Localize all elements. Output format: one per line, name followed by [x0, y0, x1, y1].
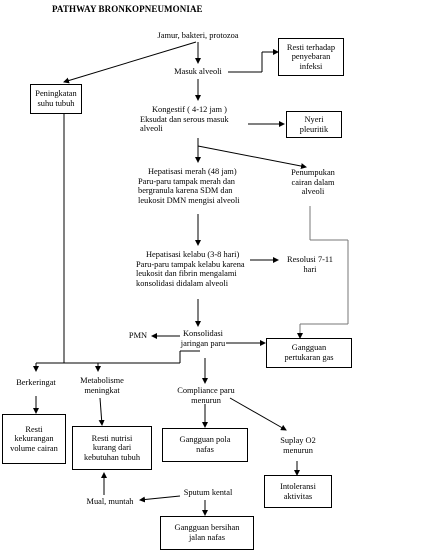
box-gangguan-pertukaran-gas: Gangguan pertukaran gas	[266, 338, 352, 368]
box-resti-volume-cairan: Resti kekurangan volume cairan	[2, 414, 66, 464]
box-peningkatan-suhu-line-1: Peningkatan	[35, 89, 77, 99]
box-gangguan-bersihan-line-1: Gangguan bersihan	[174, 523, 240, 533]
node-penumpukan: Penumpukan cairan dalam alveoli	[280, 168, 346, 197]
node-mual-muntah-line: Mual, muntah	[86, 497, 134, 506]
box-resti-nutrisi-line-3: kebutuhan tubuh	[83, 452, 141, 462]
box-intoleransi-aktivitas: Intoleransi aktivitas	[264, 475, 332, 508]
box-gangguan-bersihan-line-2: jalan nafas	[188, 533, 226, 542]
node-resolusi: Resolusi 7-11 hari	[280, 255, 340, 274]
node-berkeringat: Berkeringat	[10, 378, 62, 388]
node-suplay-o2-line-2: menurun	[283, 445, 313, 455]
node-compliance-line-1: Compliance paru	[177, 386, 235, 395]
node-masuk-alveoli-line: Masuk alveoli	[174, 67, 222, 76]
node-metabolisme-line-1: Metabolisme	[80, 376, 124, 385]
node-kongestif: Kongestif ( 4-12 jam ) Eksudat dan serou…	[140, 105, 258, 134]
box-nyeri-pleuritik-line-2: pleuritik	[299, 124, 329, 134]
node-penumpukan-line-3: alveoli	[301, 187, 325, 197]
box-gangguan-bersihan: Gangguan bersihan jalan nafas	[160, 516, 254, 550]
node-hepatisasi-kelabu: Hepatisasi kelabu (3-8 hari) Paru-paru t…	[136, 250, 262, 288]
node-penumpukan-line-1: Penumpukan	[291, 168, 335, 177]
page-title: PATHWAY BRONKOPNEUMONIAE	[52, 4, 203, 14]
node-hepatisasi-merah-line-4: leukosit DMN mengisi alveoli	[138, 195, 240, 205]
box-resti-infeksi-line-1: Resti terhadap	[286, 42, 336, 52]
box-gangguan-pola-nafas-line-1: Gangguan pola	[179, 435, 231, 445]
box-resti-infeksi-line-2: penyebaran	[291, 52, 331, 62]
box-intoleransi-aktivitas-line-1: Intoleransi	[280, 481, 316, 491]
node-kongestif-line-3: alveoli	[140, 124, 163, 134]
box-gangguan-pertukaran-gas-line-2: pertukaran gas	[284, 353, 334, 362]
box-resti-volume-cairan-line-1: Resti	[25, 424, 43, 434]
node-hepatisasi-merah-line-3: bergranula karena SDM dan	[138, 186, 233, 196]
node-mual-muntah: Mual, muntah	[80, 497, 140, 507]
box-nyeri-pleuritik-line-1: Nyeri	[304, 114, 324, 124]
box-peningkatan-suhu: Peningkatan suhu tubuh	[30, 84, 82, 114]
box-resti-infeksi-line-3: infeksi	[299, 61, 323, 71]
box-resti-nutrisi-line-2: kurang dari	[92, 443, 132, 453]
node-compliance-line-2: menurun	[191, 395, 221, 405]
box-gangguan-pertukaran-gas-line-1: Gangguan	[291, 343, 327, 353]
box-resti-volume-cairan-line-2: kekurangan	[14, 434, 54, 444]
node-hepatisasi-merah-line-2: Paru-paru tampak merah dan	[138, 176, 235, 186]
node-hepatisasi-kelabu-line-3: leukosit dan fibrin mengalami	[136, 269, 237, 279]
node-suplay-o2-line-1: Suplay O2	[280, 436, 316, 445]
node-berkeringat-line: Berkeringat	[16, 378, 56, 387]
node-hepatisasi-kelabu-line-4: konsolidasi didalam alveoli	[136, 278, 229, 288]
node-suplay-o2: Suplay O2 menurun	[270, 436, 326, 455]
node-compliance: Compliance paru menurun	[168, 386, 244, 405]
node-kongestif-line-2: Eksudat dan serous masuk	[140, 114, 229, 124]
box-resti-nutrisi-line-1: Resti nutrisi	[91, 433, 133, 443]
node-metabolisme: Metabolisme meningkat	[74, 376, 130, 395]
node-konsolidasi-line-1: Konsolidasi	[182, 329, 223, 338]
node-pmn-line: PMN	[128, 331, 148, 340]
box-resti-volume-cairan-line-3: volume cairan	[10, 443, 58, 453]
node-penumpukan-line-2: cairan dalam	[291, 177, 335, 187]
node-pmn: PMN	[126, 331, 150, 341]
box-gangguan-pola-nafas-line-2: nafas	[196, 445, 214, 454]
node-jamur-line: Jamur, bakteri, protozoa	[157, 31, 239, 40]
node-sputum-kental-line: Sputum kental	[183, 488, 233, 497]
node-konsolidasi-line-2: jaringan paru	[180, 338, 226, 348]
node-konsolidasi: Konsolidasi jaringan paru	[170, 329, 236, 348]
node-masuk-alveoli: Masuk alveoli	[160, 67, 236, 77]
node-kongestif-line-1: Kongestif ( 4-12 jam )	[152, 105, 227, 114]
box-resti-infeksi: Resti terhadap penyebaran infeksi	[278, 38, 344, 76]
node-hepatisasi-kelabu-line-1: Hepatisasi kelabu (3-8 hari)	[146, 250, 240, 259]
node-hepatisasi-merah: Hepatisasi merah (48 jam) Paru-paru tamp…	[138, 167, 262, 205]
node-hepatisasi-kelabu-line-2: Paru-paru tampak kelabu karena	[136, 259, 245, 269]
box-intoleransi-aktivitas-line-2: aktivitas	[283, 491, 313, 501]
node-resolusi-line-1: Resolusi 7-11	[287, 255, 333, 264]
box-nyeri-pleuritik: Nyeri pleuritik	[286, 111, 342, 138]
box-peningkatan-suhu-line-2: suhu tubuh	[37, 99, 75, 108]
node-metabolisme-line-2: meningkat	[84, 385, 120, 395]
node-sputum-kental: Sputum kental	[176, 488, 240, 498]
node-jamur: Jamur, bakteri, protozoa	[142, 31, 254, 41]
box-resti-nutrisi: Resti nutrisi kurang dari kebutuhan tubu…	[72, 426, 152, 470]
box-gangguan-pola-nafas: Gangguan pola nafas	[162, 428, 248, 462]
node-resolusi-line-2: hari	[303, 264, 317, 274]
node-hepatisasi-merah-line-1: Hepatisasi merah (48 jam)	[148, 167, 237, 176]
